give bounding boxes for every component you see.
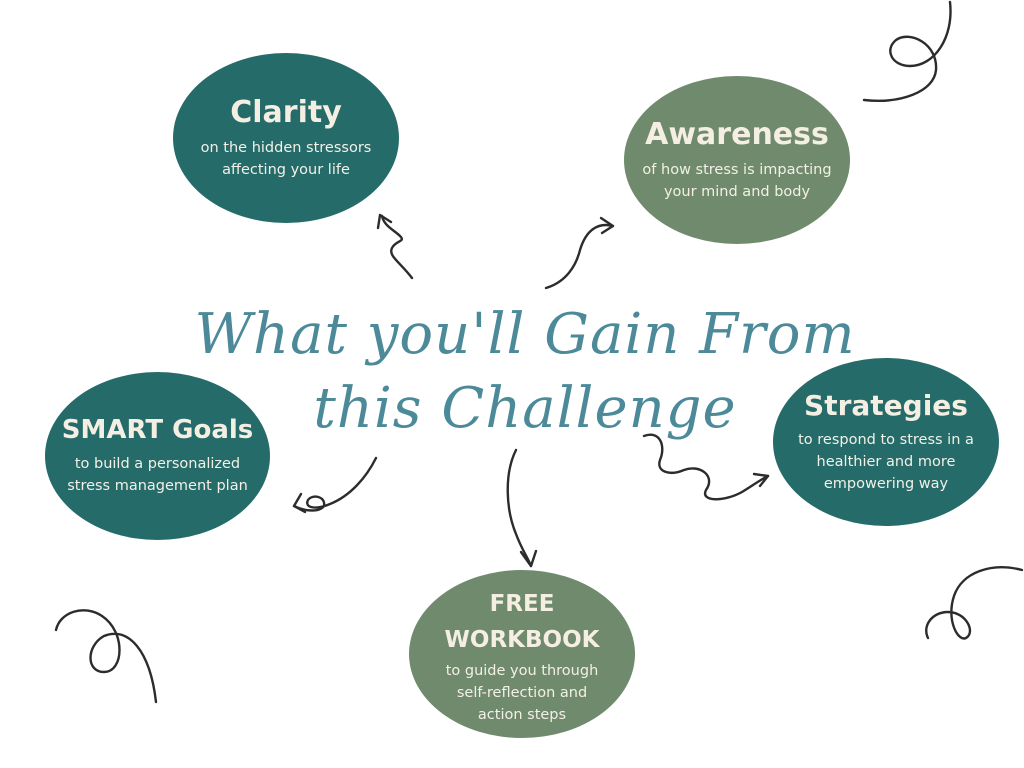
benefit-free-workbook: FREE WORKBOOK to guide you through self-… (409, 570, 635, 738)
benefit-awareness: Awareness of how stress is impacting you… (624, 76, 850, 244)
benefit-smart-goals: SMART Goals to build a personalized stre… (45, 372, 270, 540)
swirl-bottom-right-icon (925, 566, 1024, 640)
arrow-to-clarity (376, 213, 414, 280)
arrow-to-smart-goals (292, 456, 378, 514)
benefit-strategies: Strategies to respond to stress in a hea… (773, 358, 999, 526)
arrow-to-strategies (642, 433, 770, 501)
benefit-title: Awareness (645, 117, 829, 152)
benefit-clarity: Clarity on the hidden stressors affectin… (173, 53, 399, 223)
description-line: to respond to stress in a (798, 431, 974, 448)
arrow-to-workbook (506, 448, 538, 568)
benefit-description: to guide you through self-reflection and… (446, 660, 599, 726)
description-line: to build a personalized (74, 455, 241, 472)
benefit-description: to build a personalized stress managemen… (67, 453, 248, 497)
description-line: action steps (477, 707, 567, 723)
benefit-title: FREE WORKBOOK (444, 591, 600, 653)
benefit-description: to respond to stress in a healthier and … (798, 429, 974, 495)
swirl-top-right-icon (862, 0, 952, 102)
benefit-title: SMART Goals (61, 415, 254, 446)
description-line: your mind and body (663, 184, 811, 200)
arrow-to-awareness (544, 216, 615, 290)
description-line: on the hidden stressors (200, 140, 372, 156)
benefit-title: Clarity (230, 95, 342, 130)
benefit-title: Strategies (804, 389, 968, 423)
description-line: healthier and more (816, 453, 956, 470)
benefit-description: of how stress is impacting your mind and… (642, 159, 831, 203)
description-line: of how stress is impacting (642, 162, 832, 178)
benefit-description: on the hidden stressors affecting your l… (201, 137, 372, 181)
description-line: to guide you through (445, 663, 599, 679)
description-line: self-reflection and (456, 685, 588, 701)
description-line: stress management plan (67, 477, 248, 494)
diagram-title: What you'll Gain From this Challenge (194, 302, 856, 441)
description-line: affecting your life (222, 162, 350, 178)
swirl-bottom-left-icon (54, 609, 158, 704)
description-line: empowering way (823, 475, 949, 492)
